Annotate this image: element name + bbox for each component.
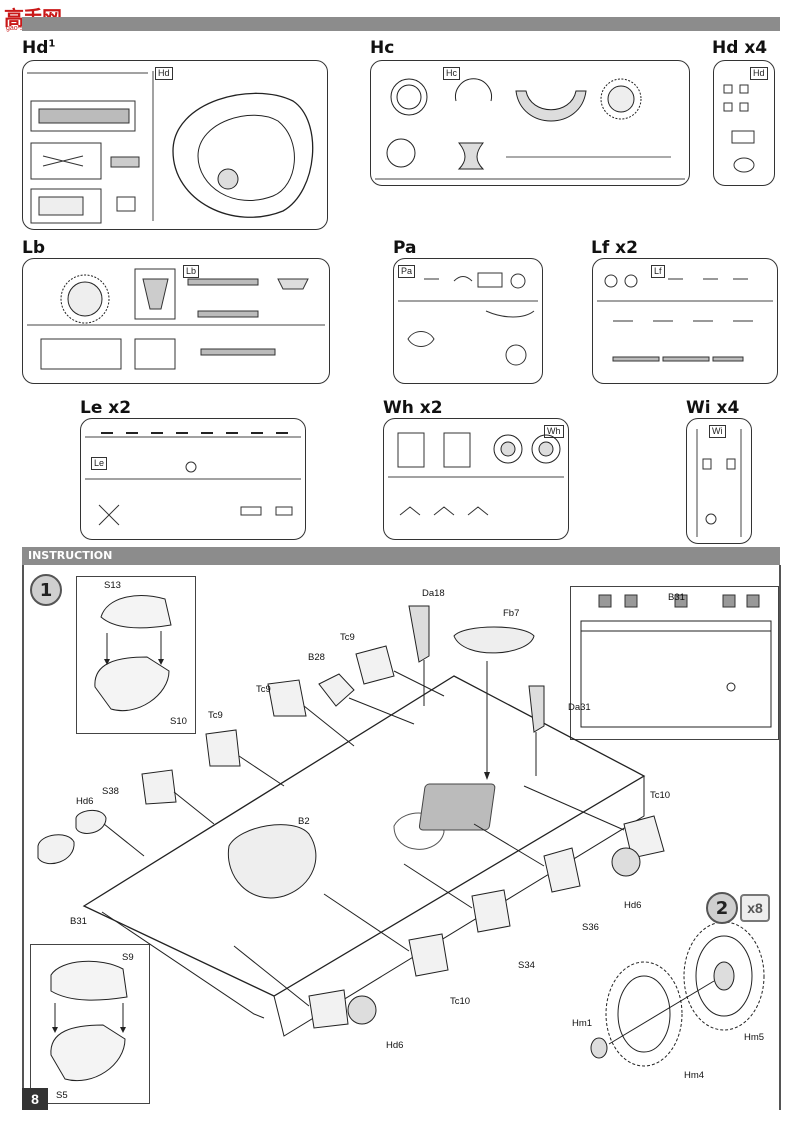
callout-hm5: Hm5 bbox=[744, 1032, 765, 1043]
callout-tc9-b: Tc9 bbox=[256, 684, 271, 695]
sprue-label-pa: Pa bbox=[393, 238, 417, 258]
sprue-tag: Pa bbox=[398, 265, 416, 278]
sprue-label-lfx2: Lf x2 bbox=[591, 238, 638, 258]
sprue-lex2: Le bbox=[80, 418, 306, 540]
inset-s9-s5-drawing bbox=[50, 960, 128, 1082]
callout-hm4: Hm4 bbox=[684, 1070, 705, 1081]
sprue-label-lex2: Le x2 bbox=[80, 398, 132, 418]
inset-s13-s10-drawing bbox=[94, 595, 172, 712]
callout-fb7: Fb7 bbox=[503, 608, 520, 619]
sprue-label-wix4: Wi x4 bbox=[686, 398, 740, 418]
step-1-badge: 1 bbox=[30, 574, 62, 606]
sprue-label-hc: Hc bbox=[370, 38, 395, 58]
inset-top-left bbox=[76, 576, 196, 734]
sprue-tag: Wi bbox=[709, 425, 726, 438]
callout-b28: B28 bbox=[308, 652, 325, 663]
callout-s9: S9 bbox=[122, 952, 134, 963]
sprue-lex2-parts bbox=[85, 432, 301, 526]
callout-s13: S13 bbox=[104, 580, 121, 591]
callout-b31-a: B31 bbox=[70, 916, 87, 927]
callout-hd6-b: Hd6 bbox=[624, 900, 642, 911]
callout-s38: S38 bbox=[102, 786, 119, 797]
sprue-lb: Lb bbox=[22, 258, 330, 384]
callout-tc10-a: Tc10 bbox=[650, 790, 671, 801]
step-2-multiplier: x8 bbox=[740, 894, 770, 922]
sprue-label-lb: Lb bbox=[22, 238, 46, 258]
sprue-label-whx2: Wh x2 bbox=[383, 398, 443, 418]
sprue-tag: Hd bbox=[750, 67, 768, 80]
header-bar bbox=[22, 17, 780, 31]
sprue-hd1-parts bbox=[27, 71, 314, 224]
page-number: 8 bbox=[22, 1088, 48, 1110]
inset-top-right bbox=[570, 586, 779, 740]
sprue-whx2: Wh bbox=[383, 418, 569, 540]
sprue-lfx2-parts bbox=[597, 274, 773, 362]
sprue-hc-parts bbox=[375, 78, 685, 180]
callout-b2: B2 bbox=[298, 816, 310, 827]
inset-bottom-left bbox=[30, 944, 150, 1104]
sprue-hc: Hc bbox=[370, 60, 690, 186]
sprue-tag: Le bbox=[91, 457, 108, 470]
sprue-lfx2: Lf bbox=[592, 258, 778, 384]
callout-s5: S5 bbox=[56, 1090, 68, 1101]
inset-b31-drawing bbox=[580, 594, 772, 728]
sprue-tag: Hc bbox=[443, 67, 460, 80]
sprue-wix4: Wi bbox=[686, 418, 752, 544]
sprue-tag: Lb bbox=[183, 265, 200, 278]
callout-hd6-c: Hd6 bbox=[386, 1040, 404, 1051]
sprue-tag: Hd bbox=[155, 67, 173, 80]
callout-s36: S36 bbox=[582, 922, 599, 933]
instruction-bar: INSTRUCTION bbox=[22, 547, 780, 565]
sprue-label-hdx4: Hd x4 bbox=[712, 38, 768, 58]
sprue-whx2-parts bbox=[388, 432, 564, 516]
callout-da18: Da18 bbox=[422, 588, 445, 599]
callout-s10: S10 bbox=[170, 716, 187, 727]
callout-hd6-a: Hd6 bbox=[76, 796, 94, 807]
sprue-hdx4-parts bbox=[723, 84, 755, 173]
hull-assembly-drawing bbox=[37, 605, 765, 1067]
step-2-badge: 2 bbox=[706, 892, 738, 924]
sprue-wix4-parts bbox=[696, 429, 742, 537]
callout-tc9-c: Tc9 bbox=[208, 710, 223, 721]
sprue-tag: Lf bbox=[651, 265, 665, 278]
sprue-hd1: Hd bbox=[22, 60, 328, 230]
sprue-lb-parts bbox=[27, 268, 325, 370]
callout-hm1: Hm1 bbox=[572, 1018, 593, 1029]
callout-s34: S34 bbox=[518, 960, 535, 971]
section-title: INSTRUCTION bbox=[28, 549, 113, 562]
callout-tc10-b: Tc10 bbox=[450, 996, 471, 1007]
frame-left bbox=[22, 565, 24, 1110]
callout-da31: Da31 bbox=[568, 702, 591, 713]
sprue-hdx4: Hd bbox=[713, 60, 775, 186]
sprue-label-hd1: Hd1 bbox=[22, 38, 56, 58]
sprue-pa-parts bbox=[398, 272, 538, 366]
callout-tc9-a: Tc9 bbox=[340, 632, 355, 643]
sprue-pa: Pa bbox=[393, 258, 543, 384]
callout-b31-b: B31 bbox=[668, 592, 685, 603]
frame-right bbox=[779, 565, 781, 1110]
